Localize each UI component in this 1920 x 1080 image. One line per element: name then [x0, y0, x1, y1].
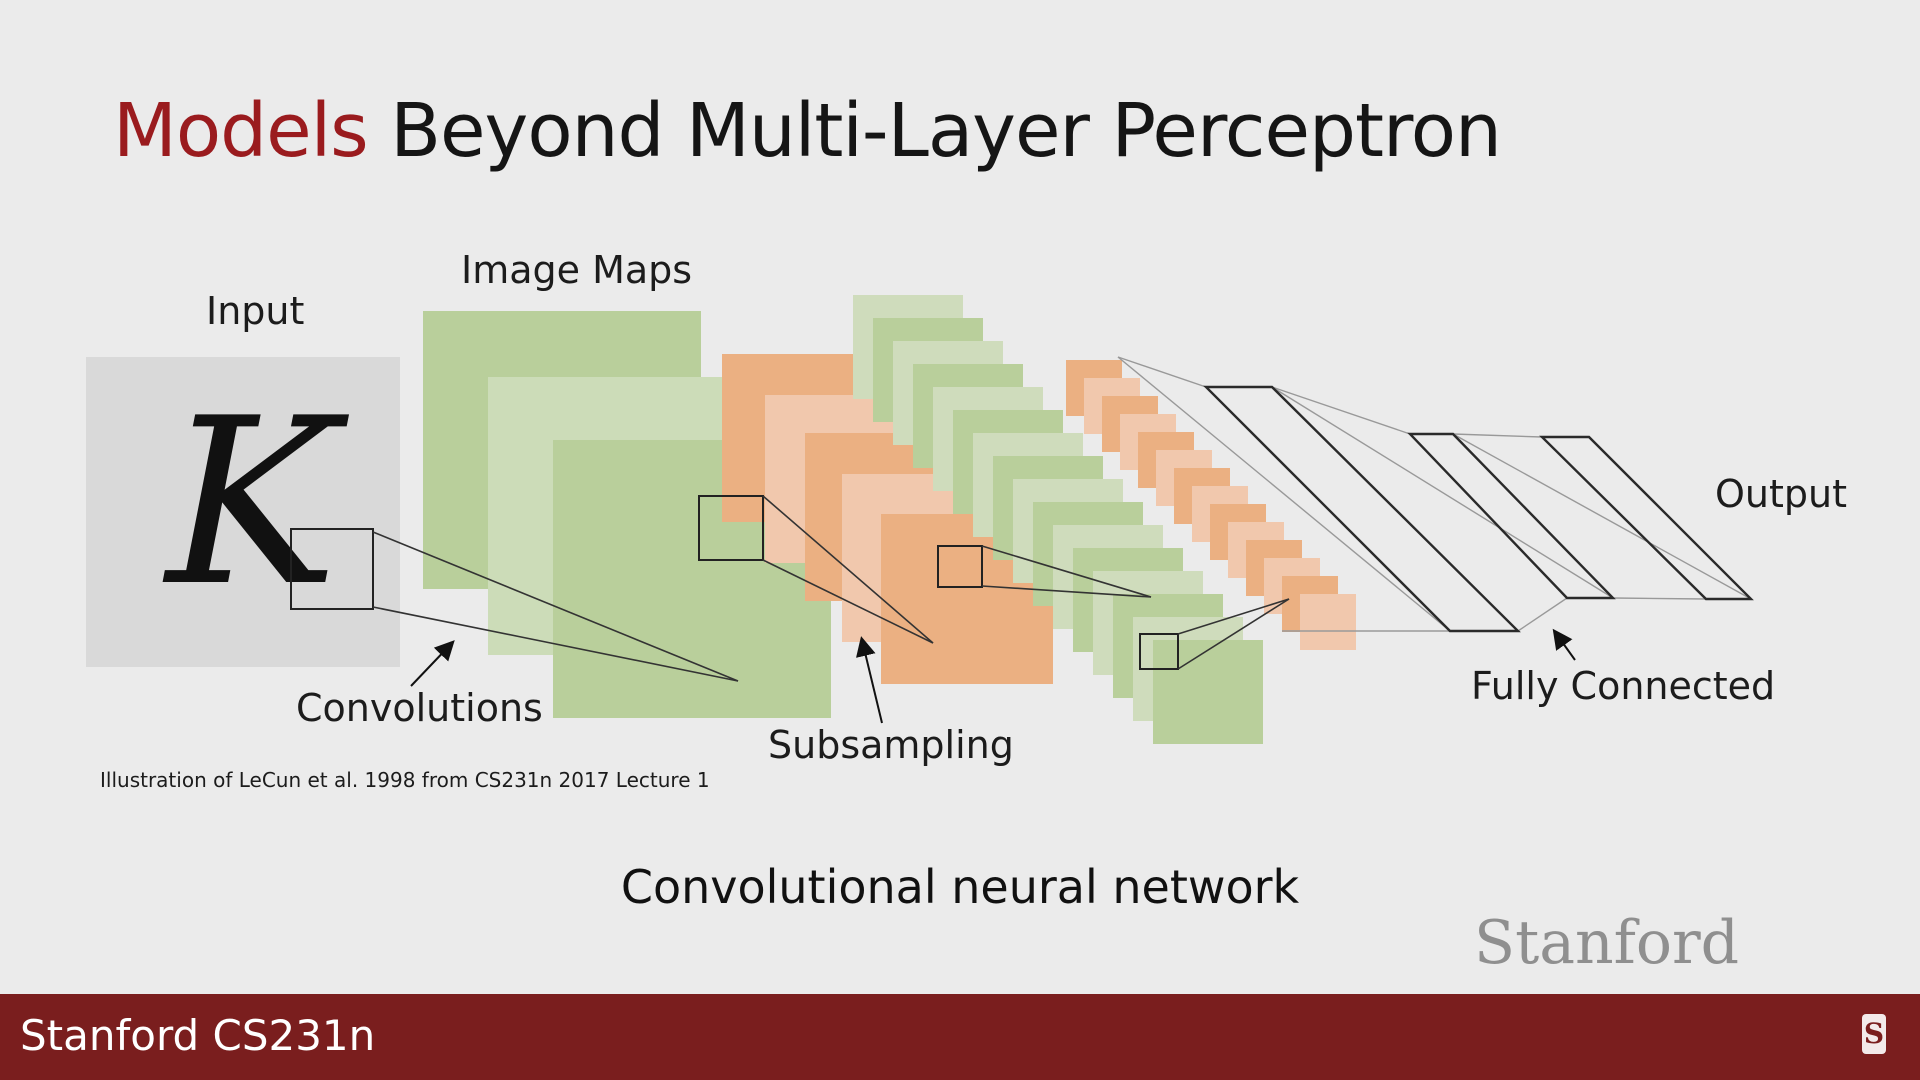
receptive-field-s1	[937, 545, 983, 588]
projection-line	[1177, 598, 1290, 670]
image-credit: Illustration of LeCun et al. 1998 from C…	[100, 768, 710, 792]
arrow-subsampling	[856, 636, 883, 724]
fc-connection	[1117, 356, 1207, 388]
fc-connection	[1452, 433, 1752, 600]
input-glyph: K	[162, 370, 349, 637]
projection-line	[762, 495, 934, 644]
projection-line	[372, 531, 739, 682]
stanford-logo-icon: S	[1862, 1014, 1886, 1054]
label-subsampling: Subsampling	[768, 723, 1014, 767]
feature-map-stack-s2	[1066, 360, 1356, 650]
feature-map-c2	[1153, 640, 1263, 744]
feature-map-s2	[1300, 594, 1356, 650]
label-output: Output	[1715, 472, 1847, 516]
receptive-field-c1	[698, 495, 764, 561]
projection-line	[372, 606, 739, 682]
receptive-field-c2	[1139, 633, 1179, 670]
projection-line	[981, 585, 1152, 598]
projection-line	[762, 559, 934, 644]
course-name: Stanford CS231n	[20, 1011, 376, 1060]
stanford-wordmark: Stanford	[1474, 908, 1740, 978]
fc-connection	[1271, 386, 1614, 599]
fc-layer-2	[1407, 432, 1616, 600]
fc-layer-3	[1539, 435, 1754, 601]
title-accent: Models	[113, 88, 369, 174]
label-input: Input	[206, 289, 305, 333]
fc-connection	[1452, 433, 1543, 438]
receptive-field-input	[290, 528, 374, 610]
fc-connection	[1117, 356, 1451, 632]
arrow-fully-connected	[1552, 628, 1576, 661]
feature-map-stack-c2	[853, 295, 1263, 744]
input-image-box	[86, 357, 400, 667]
label-image-maps: Image Maps	[461, 248, 693, 292]
fc-connection	[1517, 597, 1568, 632]
title-rest: Beyond Multi-Layer Perceptron	[390, 88, 1502, 174]
fc-layer-1	[1203, 385, 1521, 633]
label-fully-connected: Fully Connected	[1471, 664, 1776, 708]
projection-line	[981, 545, 1152, 598]
arrow-convolutions	[410, 640, 455, 687]
fc-connection	[1271, 386, 1411, 435]
fc-connection	[1612, 597, 1707, 600]
projection-line	[1177, 598, 1290, 635]
diagram-caption: Convolutional neural network	[620, 860, 1300, 914]
label-convolutions: Convolutions	[296, 686, 543, 730]
slide-title: Models Beyond Multi-Layer Perceptron	[113, 88, 1502, 174]
footer-bar: Stanford CS231n S	[0, 994, 1920, 1080]
